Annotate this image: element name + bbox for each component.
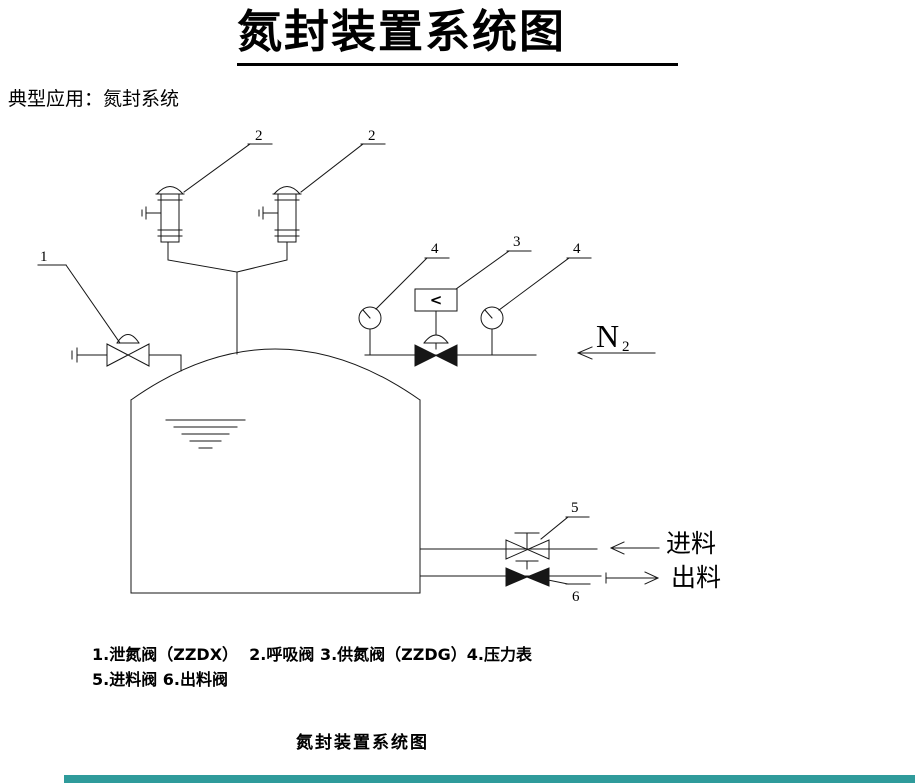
callout-label: 4 <box>431 241 439 257</box>
feed-in-arrow: 进料 <box>610 530 716 558</box>
pressure-gauge-left <box>358 306 382 356</box>
pressure-gauge-right <box>480 306 504 356</box>
outlet-valve <box>505 560 550 587</box>
n2-subscript: 2 <box>622 339 630 355</box>
callout-outlet-valve: 6 <box>547 579 591 605</box>
title-row: 氮封装置系统图 <box>0 4 915 67</box>
n2-inlet: N 2 <box>577 318 656 360</box>
supply-valve: < <box>414 288 458 367</box>
callout-relief-valve: 1 <box>37 249 121 344</box>
callout-label: 4 <box>573 241 581 257</box>
feed-out-label: 出料 <box>671 564 721 592</box>
callout-inlet-valve: 5 <box>540 500 590 540</box>
liquid-level-icon <box>165 419 246 449</box>
callout-label: 3 <box>513 234 521 250</box>
feed-in-label: 进料 <box>666 530 716 558</box>
n2-label: N <box>596 318 619 354</box>
callout-breather-right: 2 <box>300 128 386 193</box>
page-title: 氮封装置系统图 <box>236 4 678 67</box>
breather-valve-right <box>258 186 302 243</box>
callout-breather-left: 2 <box>183 128 273 193</box>
legend-line-1: 1.泄氮阀（ZZDX） 2.呼吸阀 3.供氮阀（ZZDG）4.压力表 <box>92 645 532 664</box>
callout-label: 2 <box>255 128 263 144</box>
feed-out-arrow: 出料 <box>605 564 721 592</box>
relief-valve <box>71 334 182 372</box>
figure-caption: 氮封装置系统图 <box>296 733 429 753</box>
callout-label: 5 <box>571 500 579 516</box>
callout-label: 1 <box>40 249 48 265</box>
callout-supply-valve: 3 <box>455 234 532 290</box>
footer-accent-bar <box>64 775 915 783</box>
callout-gauge-left: 4 <box>375 241 450 310</box>
callout-gauge-right: 4 <box>498 241 592 311</box>
regulator-symbol: < <box>430 291 443 309</box>
inlet-valve <box>505 532 550 560</box>
breather-valve-left <box>141 186 185 243</box>
vent-piping <box>167 241 288 355</box>
callout-label: 6 <box>572 589 580 605</box>
storage-tank <box>130 348 421 594</box>
typical-application-subtitle: 典型应用：氮封系统 <box>8 89 180 110</box>
callout-label: 2 <box>368 128 376 144</box>
legend-line-2: 5.进料阀 6.出料阀 <box>92 670 228 689</box>
